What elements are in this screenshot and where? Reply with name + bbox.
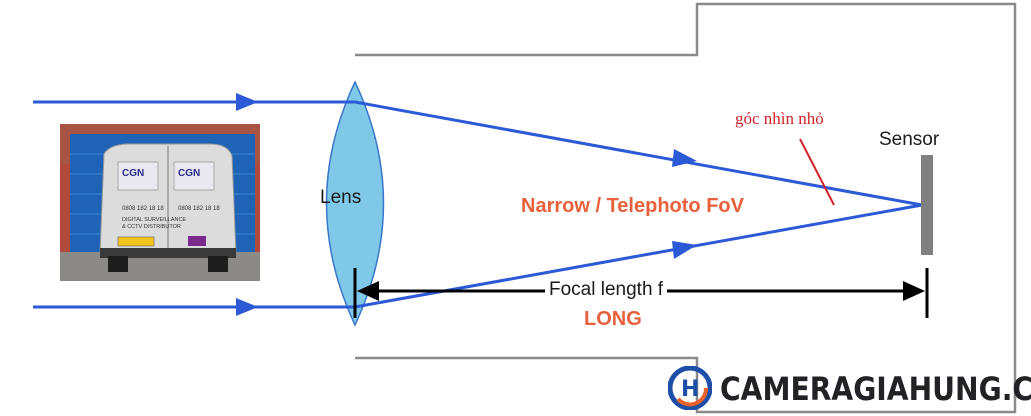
focal-length-label: Focal length f — [545, 280, 668, 299]
sensor-label: Sensor — [879, 129, 940, 150]
arrow-head-icon — [236, 93, 258, 111]
annotation-pointer — [799, 138, 835, 206]
svg-text:& CCTV DISTRIBUTOR: & CCTV DISTRIBUTOR — [122, 224, 181, 230]
van-illustration: CGN CGN 0808 182 18 18 0808 182 18 18 DI… — [60, 124, 260, 281]
svg-text:DIGITAL SURVEILLANCE: DIGITAL SURVEILLANCE — [122, 217, 186, 223]
brand-watermark[interactable]: H CAMERAGIAHUNG.COM — [668, 364, 1031, 410]
fov-label: Narrow / Telephoto FoV — [521, 195, 744, 217]
brand-logo-letter: H — [681, 377, 699, 402]
arrow-head-icon — [236, 298, 258, 316]
arrow-head-icon — [903, 281, 925, 301]
converging-ray-top — [354, 100, 923, 207]
arrow-head-icon — [672, 149, 697, 167]
view-angle-annotation: góc nhìn nhỏ — [735, 109, 824, 128]
brand-logo-icon: H — [668, 366, 712, 410]
van-logo-text-right: CGN — [178, 168, 200, 179]
brand-name: CAMERAGIAHUNG.COM — [720, 370, 1031, 408]
svg-text:0808 182 18 18: 0808 182 18 18 — [122, 206, 164, 212]
van-photo: CGN CGN 0808 182 18 18 0808 182 18 18 DI… — [60, 124, 260, 281]
arrow-head-icon — [672, 241, 697, 259]
focal-size-label: LONG — [584, 308, 642, 330]
lens-shape — [325, 80, 385, 327]
sensor-plate — [921, 155, 933, 255]
arrow-head-icon — [357, 281, 379, 301]
lens-label: Lens — [320, 187, 362, 208]
svg-text:0808 182 18 18: 0808 182 18 18 — [178, 206, 220, 212]
van-logo-text-left: CGN — [122, 168, 144, 179]
